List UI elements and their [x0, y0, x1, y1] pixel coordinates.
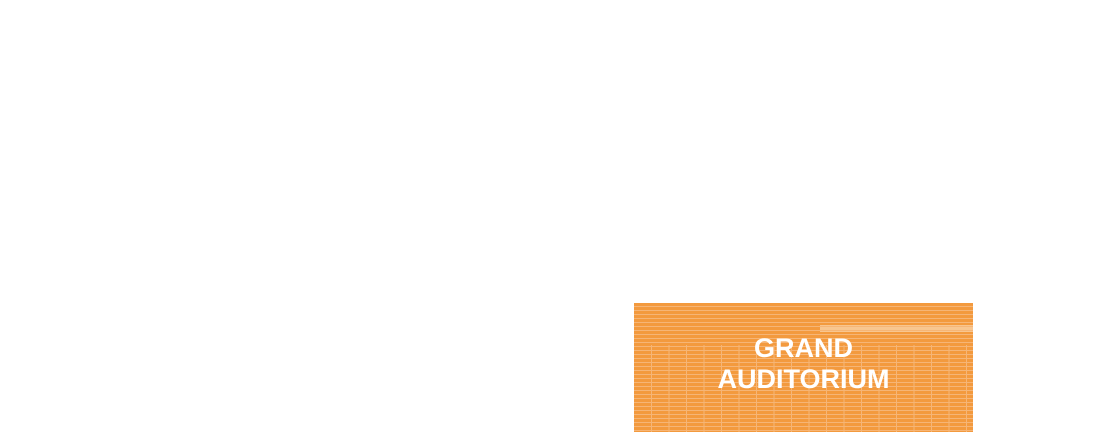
- room-label: GRAND AUDITORIUM: [634, 333, 973, 395]
- room-label-line-2: AUDITORIUM: [717, 364, 890, 394]
- auditorium-seating-pattern: [634, 303, 973, 432]
- grand-auditorium-room[interactable]: GRAND AUDITORIUM: [634, 303, 973, 432]
- room-label-line-1: GRAND: [754, 333, 853, 363]
- stage-highlight: [820, 325, 973, 332]
